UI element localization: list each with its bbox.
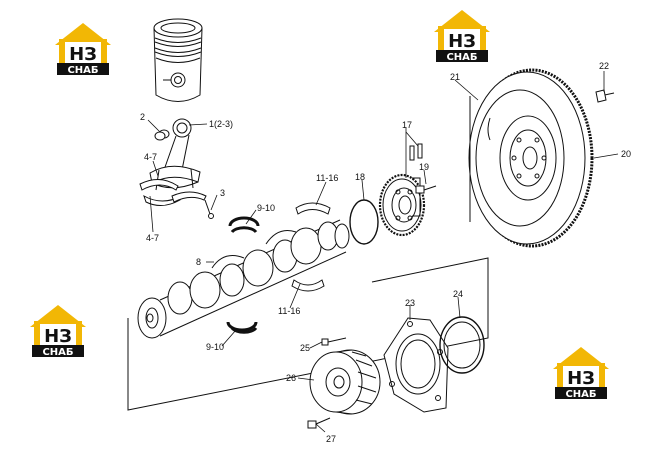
bearing-shells-4-7	[139, 179, 207, 206]
callout-24: 24	[453, 289, 463, 299]
logo-top-left: НЗ СНАБ	[55, 23, 111, 76]
callout-23: 23	[405, 298, 415, 308]
callout-19: 19	[419, 162, 429, 172]
dowel-pins-17	[409, 143, 423, 161]
logo-sub: СНАБ	[446, 52, 477, 63]
seal-housing-23	[383, 317, 449, 413]
callout-4-7-top: 4-7	[144, 152, 157, 162]
logo-bottom-right: НЗ СНАБ	[553, 347, 609, 400]
callout-11-16-top: 11-16	[316, 173, 338, 183]
logo-sub: СНАБ	[565, 389, 596, 400]
thrust-washers-top	[228, 216, 260, 234]
crank-gear-17	[378, 173, 426, 237]
main-bearing-shells-bottom	[291, 279, 325, 292]
callout-26: 26	[286, 373, 296, 383]
logo-sub: СНАБ	[42, 347, 73, 358]
flywheel	[468, 68, 594, 248]
rod-bolt-3	[204, 199, 214, 219]
logo-letters: НЗ	[567, 368, 595, 389]
logo-letters: НЗ	[44, 326, 72, 347]
callout-22: 22	[599, 61, 609, 71]
logo-letters: НЗ	[69, 44, 97, 65]
main-bearing-shells-top	[295, 202, 331, 215]
callout-4-7-bottom: 4-7	[146, 233, 159, 243]
callout-1: 1(2-3)	[209, 119, 233, 129]
callout-9-10-top: 9-10	[257, 203, 275, 213]
callout-labels: 1(2-3) 2 3 4-7 4-7 8 9-10 9-10 11-16 11-…	[140, 61, 631, 444]
vibration-damper-26	[309, 349, 381, 415]
callout-18: 18	[355, 172, 365, 182]
callout-11-16-bottom: 11-16	[278, 306, 300, 316]
callout-20: 20	[621, 149, 631, 159]
callout-25: 25	[300, 343, 310, 353]
callout-21: 21	[450, 72, 460, 82]
callout-9-10-bottom: 9-10	[206, 342, 224, 352]
callout-27: 27	[326, 434, 336, 444]
logo-mid-left: НЗ СНАБ	[30, 305, 86, 358]
callout-2: 2	[140, 112, 145, 122]
logo-sub: СНАБ	[67, 65, 98, 76]
callout-17: 17	[402, 120, 412, 130]
callout-8: 8	[196, 257, 201, 267]
thrust-washers-bottom	[226, 321, 258, 334]
crankshaft	[137, 219, 350, 339]
bushing-2	[154, 129, 170, 141]
seal-ring-24	[439, 316, 485, 374]
leader-lines	[147, 71, 619, 433]
callout-3: 3	[220, 188, 225, 198]
bolt-19	[415, 185, 437, 194]
logo-letters: НЗ	[448, 31, 476, 52]
flywheel-bolt-22	[595, 89, 615, 103]
o-ring-18	[349, 199, 379, 245]
logo-top-center: НЗ СНАБ	[434, 10, 490, 63]
piston	[153, 18, 203, 102]
bolt-25	[321, 337, 347, 346]
